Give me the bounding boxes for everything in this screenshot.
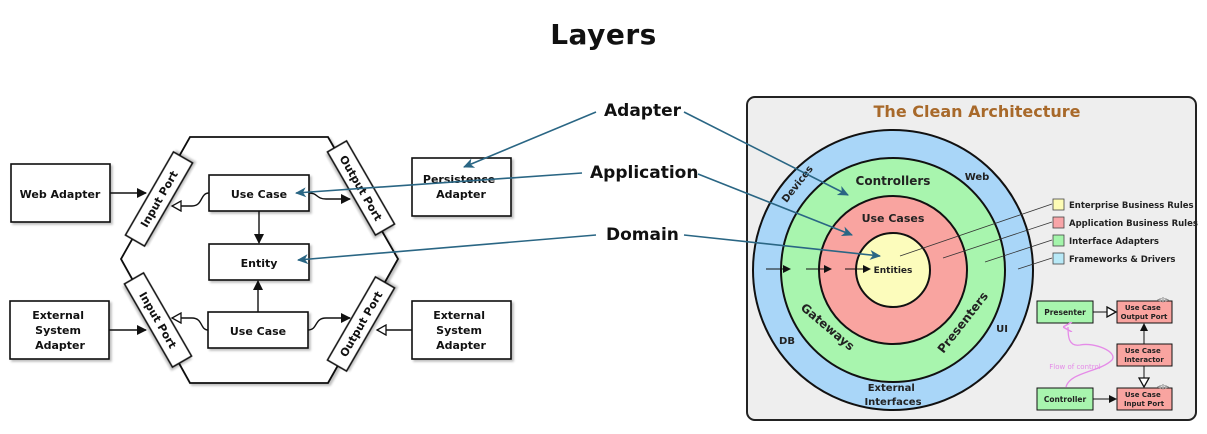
presenter-label: Presenter <box>1044 308 1086 317</box>
pointer-domain-left <box>297 234 597 265</box>
legend-label: Enterprise Business Rules <box>1069 201 1194 211</box>
label-line: External <box>868 383 915 394</box>
label-line: Use Case <box>1125 347 1161 355</box>
use-case-bottom-box <box>207 311 309 349</box>
legend-swatch <box>1052 198 1065 211</box>
pointer-application-left <box>295 172 583 198</box>
label-external-interfaces: External Interfaces <box>864 383 921 408</box>
label-line: System <box>35 324 81 337</box>
use-case-top-label: Use Case <box>231 188 287 201</box>
label-controllers: Controllers <box>856 174 931 188</box>
label-line: Interfaces <box>864 397 921 408</box>
legend-leader <box>942 221 1053 259</box>
legend-leader <box>984 239 1053 263</box>
label-line: System <box>436 324 482 337</box>
label-line: Adapter <box>436 339 486 352</box>
clean-architecture-title: The Clean Architecture <box>874 102 1081 121</box>
entity-label: Entity <box>241 257 278 270</box>
label-line: Use Case <box>1125 304 1161 312</box>
label-line: External <box>433 309 485 322</box>
label-line: Interactor <box>1124 356 1164 364</box>
legend-label: Application Business Rules <box>1069 219 1198 229</box>
layer-label-adapter: Adapter <box>604 101 682 121</box>
arrow-usecase-to-outputport-top <box>308 192 351 204</box>
legend-swatch <box>1052 252 1065 265</box>
controller-label: Controller <box>1044 395 1087 404</box>
layer-label-domain: Domain <box>606 225 679 245</box>
pointer-adapter-right <box>683 111 849 196</box>
arrow-usecase-to-outputport-bottom <box>307 313 351 331</box>
external-system-adapter-right-box <box>411 300 512 360</box>
flow-diagram: Presenter Controller Use Case Output Por… <box>1036 297 1173 411</box>
web-adapter-label: Web Adapter <box>20 188 101 201</box>
web-adapter-box <box>10 163 111 223</box>
label-line: Adapter <box>436 188 486 201</box>
arrow-usecase-to-inputport-top <box>172 192 210 206</box>
interface-marker: <I> <box>1157 384 1169 391</box>
interactor-label: Use Case Interactor <box>1124 347 1164 364</box>
pointer-arrows <box>295 111 881 265</box>
legend-swatch <box>1052 234 1065 247</box>
label-web: Web <box>965 172 990 183</box>
input-port-label: Use Case Input Port <box>1124 391 1165 408</box>
label-line: Adapter <box>35 339 85 352</box>
label-entities: Entities <box>874 266 913 276</box>
legend-swatch <box>1052 216 1065 229</box>
label-line: External <box>32 309 84 322</box>
layer-label-application: Application <box>590 163 699 183</box>
output-port-label: Use Case Output Port <box>1121 304 1168 321</box>
entity-box <box>208 243 310 281</box>
hexagonal-architecture: Web Adapter External System Adapter Pers… <box>9 136 512 384</box>
label-line: Use Case <box>1125 391 1161 399</box>
legend-label: Interface Adapters <box>1069 237 1159 247</box>
label-ui: UI <box>996 324 1008 335</box>
legend-label: Frameworks & Drivers <box>1069 255 1175 265</box>
persistence-adapter-box <box>411 157 512 217</box>
label-line: Input Port <box>1124 400 1165 408</box>
page-title: Layers <box>550 18 657 51</box>
pointer-adapter-left <box>463 111 597 168</box>
label-line: Output Port <box>1121 313 1168 321</box>
interface-marker: <I> <box>1157 297 1169 304</box>
use-case-bottom-label: Use Case <box>230 325 286 338</box>
legend-leader <box>899 203 1053 257</box>
external-system-adapter-left-label: External System Adapter <box>32 309 88 352</box>
external-system-adapter-right-label: External System Adapter <box>433 309 489 352</box>
pointer-application-right <box>697 173 853 236</box>
label-db: DB <box>779 336 795 347</box>
label-use-cases: Use Cases <box>862 212 925 225</box>
legend-leader <box>1017 257 1053 270</box>
pointer-domain-right <box>683 234 881 260</box>
clean-architecture-panel: The Clean Architecture Controllers Use C… <box>746 96 1198 421</box>
flow-of-control-curve <box>1066 327 1114 388</box>
arrow-usecase-to-inputport-bottom <box>172 318 209 331</box>
flow-of-control-label: Flow of control <box>1049 363 1100 371</box>
